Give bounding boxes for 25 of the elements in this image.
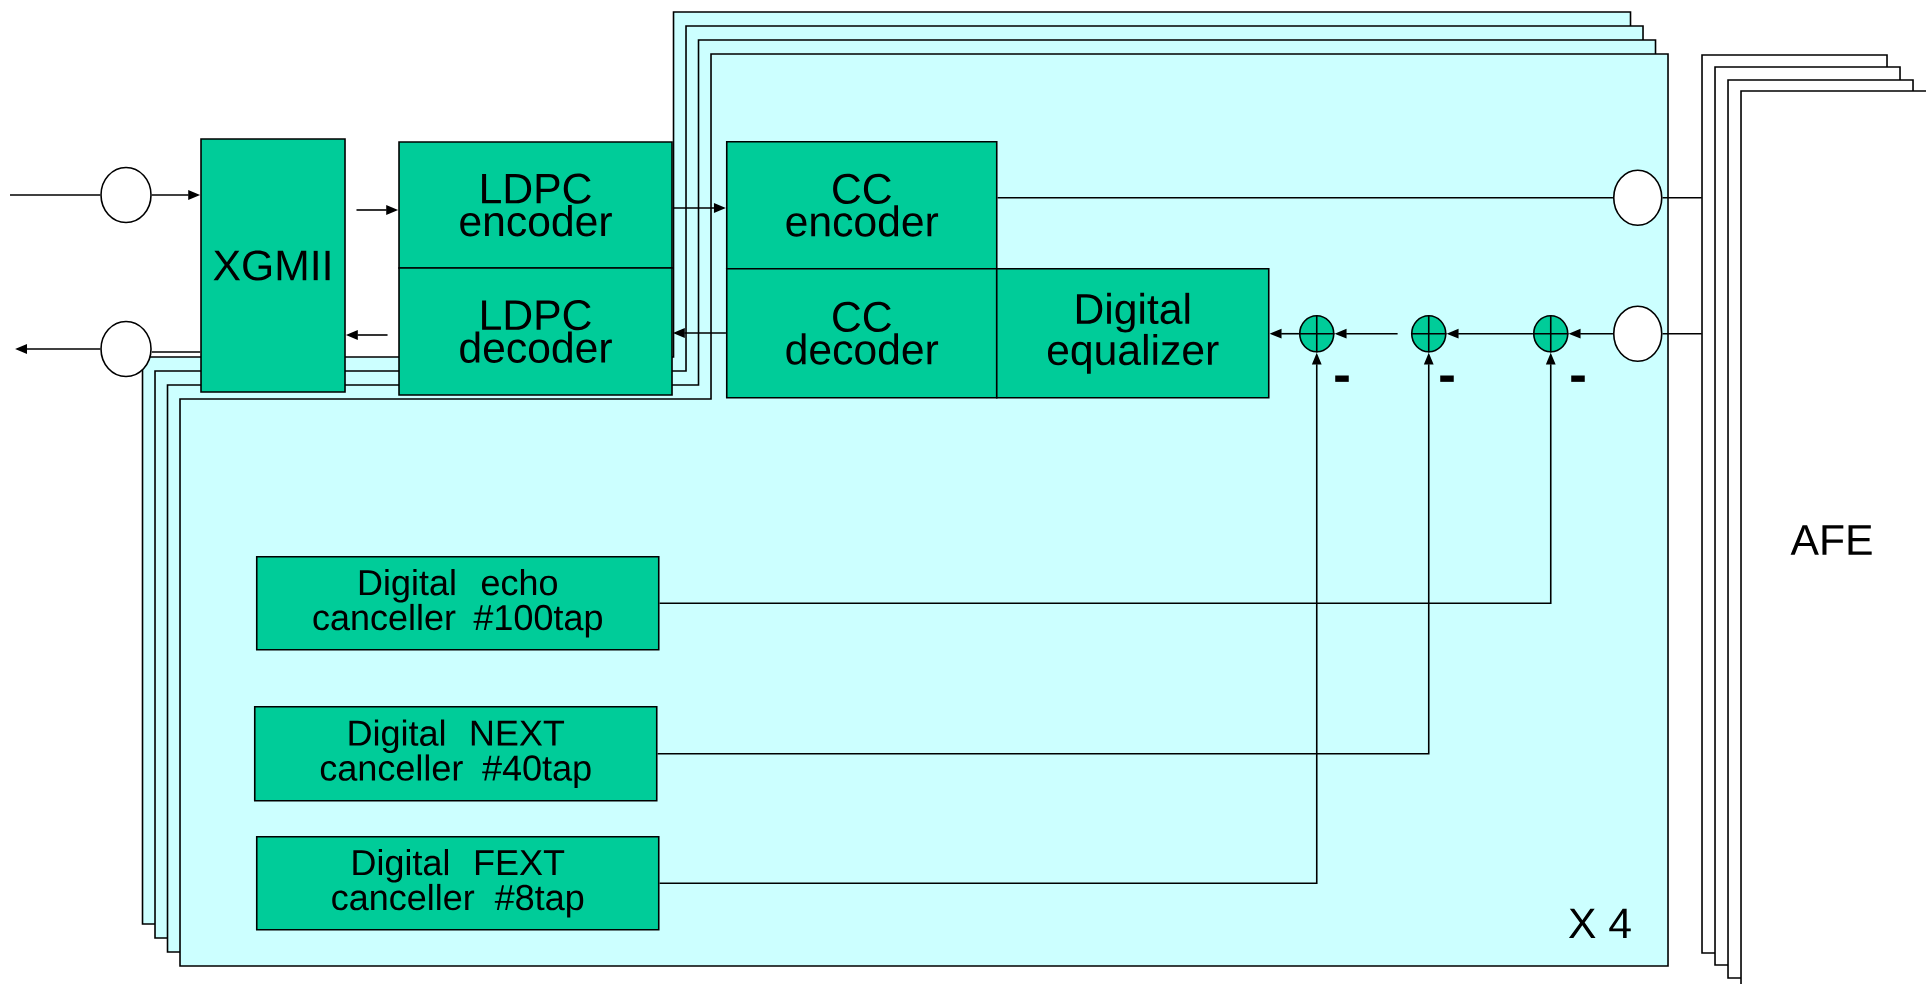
port-circle bbox=[100, 320, 152, 378]
process-box: Digital equalizer bbox=[995, 267, 1270, 399]
port-circle bbox=[100, 166, 152, 224]
process-box: CC decoder bbox=[725, 267, 998, 399]
connector-line bbox=[9, 194, 101, 196]
process-box: CC encoder bbox=[725, 140, 998, 270]
minus-sign: - bbox=[1440, 375, 1454, 382]
process-box: XGMII bbox=[200, 138, 346, 393]
process-box: Digital echo canceller #100tap bbox=[255, 555, 660, 651]
afe-block: AFE bbox=[1701, 54, 1926, 984]
summing-junction bbox=[1532, 314, 1570, 354]
summing-junction bbox=[1298, 314, 1336, 354]
port-circle bbox=[1612, 305, 1663, 363]
process-box: Digital FEXT canceller #8tap bbox=[255, 835, 660, 931]
connector-line bbox=[1661, 332, 1703, 335]
port-circle bbox=[1612, 169, 1663, 227]
process-box: LDPC encoder bbox=[398, 141, 673, 269]
minus-sign: - bbox=[1571, 375, 1585, 382]
process-box: LDPC decoder bbox=[398, 267, 673, 396]
process-box: Digital NEXT canceller #40tap bbox=[253, 705, 658, 802]
connector-line bbox=[996, 196, 1614, 199]
connector-line bbox=[1661, 196, 1703, 199]
connector-line bbox=[151, 351, 201, 353]
summing-junction bbox=[1410, 314, 1448, 354]
minus-sign: - bbox=[1335, 375, 1349, 382]
